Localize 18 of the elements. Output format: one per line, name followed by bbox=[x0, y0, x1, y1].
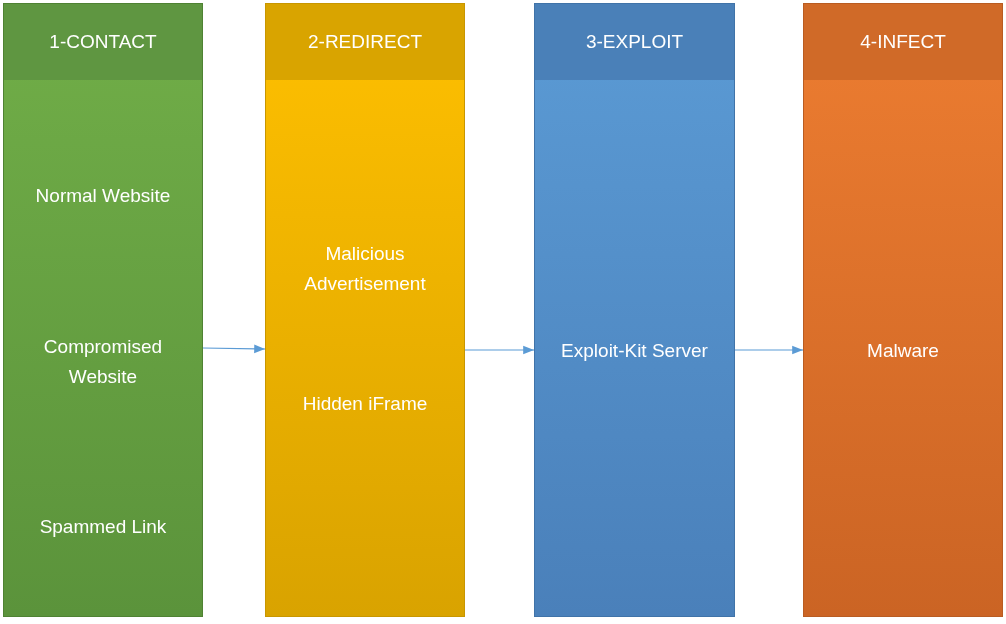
stage-column bbox=[3, 3, 203, 617]
stage-item: Malware bbox=[866, 339, 940, 363]
stage-item: Normal Website bbox=[34, 184, 172, 208]
column-header: 4-INFECT bbox=[804, 4, 1002, 80]
column-header: 1-CONTACT bbox=[4, 4, 202, 80]
stage-item: Hidden iFrame bbox=[301, 392, 429, 416]
arrow bbox=[734, 345, 804, 355]
stage-item: Spammed Link bbox=[38, 515, 168, 539]
column-header: 2-REDIRECT bbox=[266, 4, 464, 80]
arrow bbox=[464, 345, 535, 355]
stage-item: Compromised Website bbox=[42, 335, 164, 389]
stage-column bbox=[803, 3, 1003, 617]
stage-item: Malicious Advertisement bbox=[303, 242, 427, 296]
stage-column bbox=[265, 3, 465, 617]
column-header: 3-EXPLOIT bbox=[535, 4, 734, 80]
stage-item: Exploit-Kit Server bbox=[560, 339, 709, 363]
arrow bbox=[202, 344, 266, 354]
stage-column bbox=[534, 3, 735, 617]
